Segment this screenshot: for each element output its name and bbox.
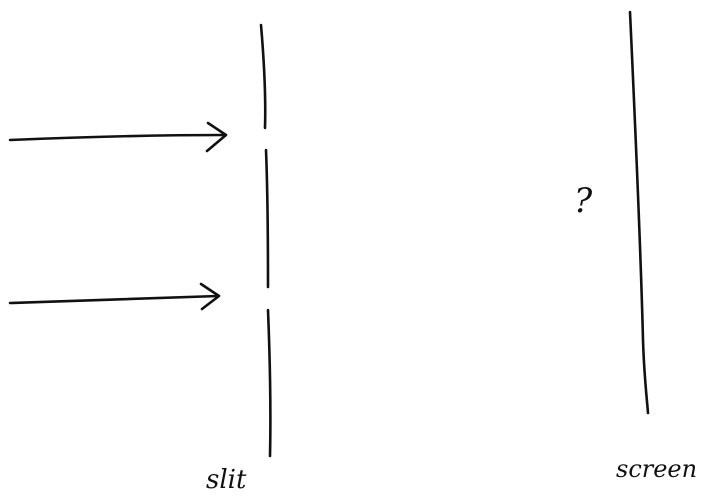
- ray-lower-arrowhead: [199, 282, 221, 311]
- ray-upper-line: [8, 133, 227, 142]
- barrier-top-segment: [259, 23, 267, 130]
- incident-ray-lower: [8, 282, 221, 311]
- screen-label: screen: [616, 455, 697, 483]
- barrier-bottom-segment: [266, 308, 272, 458]
- ray-lower-line: [8, 294, 220, 305]
- slit-barrier: [259, 23, 272, 458]
- slit-label: slit: [206, 465, 247, 495]
- screen-line: [628, 10, 650, 415]
- incident-ray-upper: [8, 121, 228, 153]
- ray-upper-arrowhead: [205, 121, 228, 153]
- barrier-middle-segment: [264, 148, 270, 289]
- question-mark-label: ?: [574, 181, 593, 221]
